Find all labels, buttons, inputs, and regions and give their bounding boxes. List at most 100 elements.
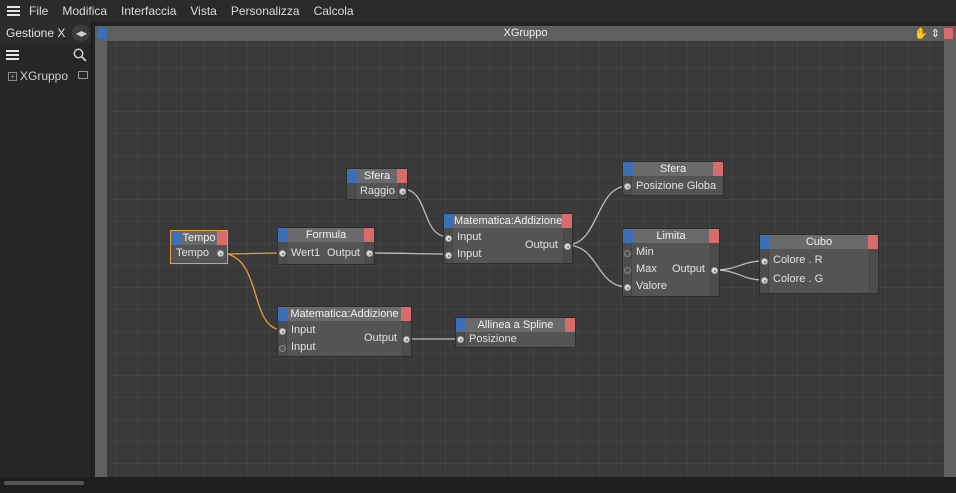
node-title: Matematica:Addizione bbox=[454, 215, 563, 227]
input-port-posizione[interactable] bbox=[457, 336, 464, 343]
output-port-menu[interactable] bbox=[401, 307, 411, 321]
input-port-1[interactable] bbox=[445, 235, 452, 242]
input-port-label: Min bbox=[636, 246, 654, 258]
node-title: Matematica:Addizione bbox=[290, 308, 399, 320]
left-port-column bbox=[95, 41, 107, 477]
output-port-menu[interactable] bbox=[868, 235, 878, 249]
input-port-label: Input bbox=[457, 248, 482, 260]
input-port-colore-g[interactable] bbox=[761, 277, 768, 284]
input-port-wert1[interactable] bbox=[279, 250, 286, 257]
output-port-formula[interactable] bbox=[366, 250, 373, 257]
search-icon[interactable] bbox=[73, 48, 87, 62]
input-port-min[interactable] bbox=[624, 250, 631, 257]
expand-plus-icon[interactable]: + bbox=[8, 71, 17, 81]
node-header[interactable]: Cubo bbox=[760, 235, 878, 249]
tree-item-label: XGruppo bbox=[20, 69, 69, 83]
input-port-label: Input bbox=[457, 231, 482, 243]
node-tempo[interactable]: Tempo Tempo bbox=[170, 230, 228, 264]
editor-title-bar: XGruppo ✋ ⇕ bbox=[95, 26, 956, 41]
input-port-menu[interactable] bbox=[278, 228, 288, 242]
input-port-label: Colore . R bbox=[773, 254, 823, 266]
input-port-label: Posizione bbox=[469, 333, 517, 345]
output-port-tempo[interactable] bbox=[217, 250, 224, 257]
panel-title: Gestione X bbox=[6, 26, 66, 40]
node-limita[interactable]: Limita Min Max Valore Output bbox=[622, 228, 720, 297]
input-port-menu[interactable] bbox=[444, 214, 454, 228]
input-port-menu[interactable] bbox=[171, 231, 181, 245]
node-header[interactable]: Tempo bbox=[171, 231, 227, 245]
node-title: Tempo bbox=[182, 232, 216, 244]
input-port-menu[interactable] bbox=[623, 229, 633, 243]
output-port-label: Output bbox=[363, 332, 397, 344]
menu-modifica[interactable]: Modifica bbox=[62, 4, 108, 18]
node-cubo[interactable]: Cubo Colore . R Colore . G bbox=[759, 234, 879, 294]
node-matematica-addizione-1[interactable]: Matematica:Addizione Input Input Output bbox=[443, 213, 573, 264]
input-port-2[interactable] bbox=[445, 252, 452, 259]
node-header[interactable]: Sfera bbox=[347, 169, 407, 183]
menu-interfaccia[interactable]: Interfaccia bbox=[121, 4, 177, 18]
input-port-label: Input bbox=[291, 324, 316, 336]
input-port-label: Posizione Globa bbox=[636, 180, 717, 192]
input-port-label: Valore bbox=[636, 280, 667, 292]
panel-menu-icon[interactable] bbox=[6, 50, 19, 60]
input-port-menu[interactable] bbox=[623, 162, 633, 176]
input-port-2[interactable] bbox=[279, 345, 286, 352]
node-title: Sfera bbox=[363, 170, 391, 182]
node-title: Allinea a Spline bbox=[477, 319, 554, 331]
input-port-label: Max bbox=[636, 263, 657, 275]
output-port-menu[interactable] bbox=[709, 229, 719, 243]
output-port-menu[interactable] bbox=[562, 214, 572, 228]
pan-zoom-icons[interactable]: ✋ ⇕ bbox=[914, 28, 940, 40]
input-port-posizione-globale[interactable] bbox=[624, 183, 631, 190]
input-port-menu[interactable] bbox=[347, 169, 357, 183]
node-sfera-posizione[interactable]: Sfera Posizione Globa bbox=[622, 161, 724, 196]
tree-item-xgruppo[interactable]: + XGruppo bbox=[0, 66, 91, 86]
main-menu-icon[interactable] bbox=[0, 0, 26, 22]
node-matematica-addizione-2[interactable]: Matematica:Addizione Input Input Output bbox=[277, 306, 412, 357]
input-port-label: Input bbox=[291, 341, 316, 353]
input-port-menu[interactable] bbox=[278, 307, 288, 321]
node-title: Cubo bbox=[805, 236, 833, 248]
input-port-max[interactable] bbox=[624, 267, 631, 274]
expand-arrows-icon[interactable]: ◀▶ bbox=[72, 25, 90, 41]
input-port-colore-r[interactable] bbox=[761, 258, 768, 265]
node-header[interactable]: Matematica:Addizione bbox=[278, 307, 411, 321]
output-port-menu[interactable] bbox=[713, 162, 723, 176]
folder-icon bbox=[78, 71, 88, 79]
node-allinea-a-spline[interactable]: Allinea a Spline Posizione bbox=[455, 317, 576, 348]
output-port-menu[interactable] bbox=[565, 318, 575, 332]
xpresso-manager-panel: Gestione X ◀▶ + XGruppo bbox=[0, 22, 92, 477]
bottom-scrollbar bbox=[0, 477, 956, 493]
output-port-menu[interactable] bbox=[364, 228, 374, 242]
input-port-1[interactable] bbox=[279, 328, 286, 335]
node-header[interactable]: Sfera bbox=[623, 162, 723, 176]
output-port-addizione-1[interactable] bbox=[564, 243, 571, 250]
menu-vista[interactable]: Vista bbox=[190, 4, 217, 18]
input-port-menu[interactable] bbox=[456, 318, 466, 332]
node-title: Formula bbox=[305, 229, 347, 241]
node-header[interactable]: Formula bbox=[278, 228, 374, 242]
node-sfera-raggio[interactable]: Sfera Raggio bbox=[346, 168, 408, 200]
node-header[interactable]: Matematica:Addizione bbox=[444, 214, 572, 228]
output-port-raggio[interactable] bbox=[399, 188, 406, 195]
node-header[interactable]: Limita bbox=[623, 229, 719, 243]
node-formula[interactable]: Formula Wert1 Output bbox=[277, 227, 375, 265]
group-input-port-bar[interactable] bbox=[98, 28, 107, 39]
node-title: Limita bbox=[656, 230, 686, 242]
horizontal-scroll-thumb[interactable] bbox=[4, 481, 84, 485]
menu-personalizza[interactable]: Personalizza bbox=[230, 4, 300, 18]
node-header[interactable]: Allinea a Spline bbox=[456, 318, 575, 332]
output-port-label: Output bbox=[524, 239, 558, 251]
output-port-addizione-2[interactable] bbox=[403, 336, 410, 343]
input-port-menu[interactable] bbox=[760, 235, 770, 249]
output-port-label: Tempo bbox=[176, 247, 210, 259]
input-port-label: Wert1 bbox=[291, 247, 321, 259]
menu-calcola[interactable]: Calcola bbox=[313, 4, 354, 18]
input-port-valore[interactable] bbox=[624, 284, 631, 291]
menu-file[interactable]: File bbox=[29, 4, 49, 18]
group-output-port-bar[interactable] bbox=[944, 28, 953, 39]
output-port-limita[interactable] bbox=[711, 267, 718, 274]
output-port-menu[interactable] bbox=[397, 169, 407, 183]
output-port-menu[interactable] bbox=[217, 231, 227, 245]
right-port-column bbox=[944, 41, 956, 477]
